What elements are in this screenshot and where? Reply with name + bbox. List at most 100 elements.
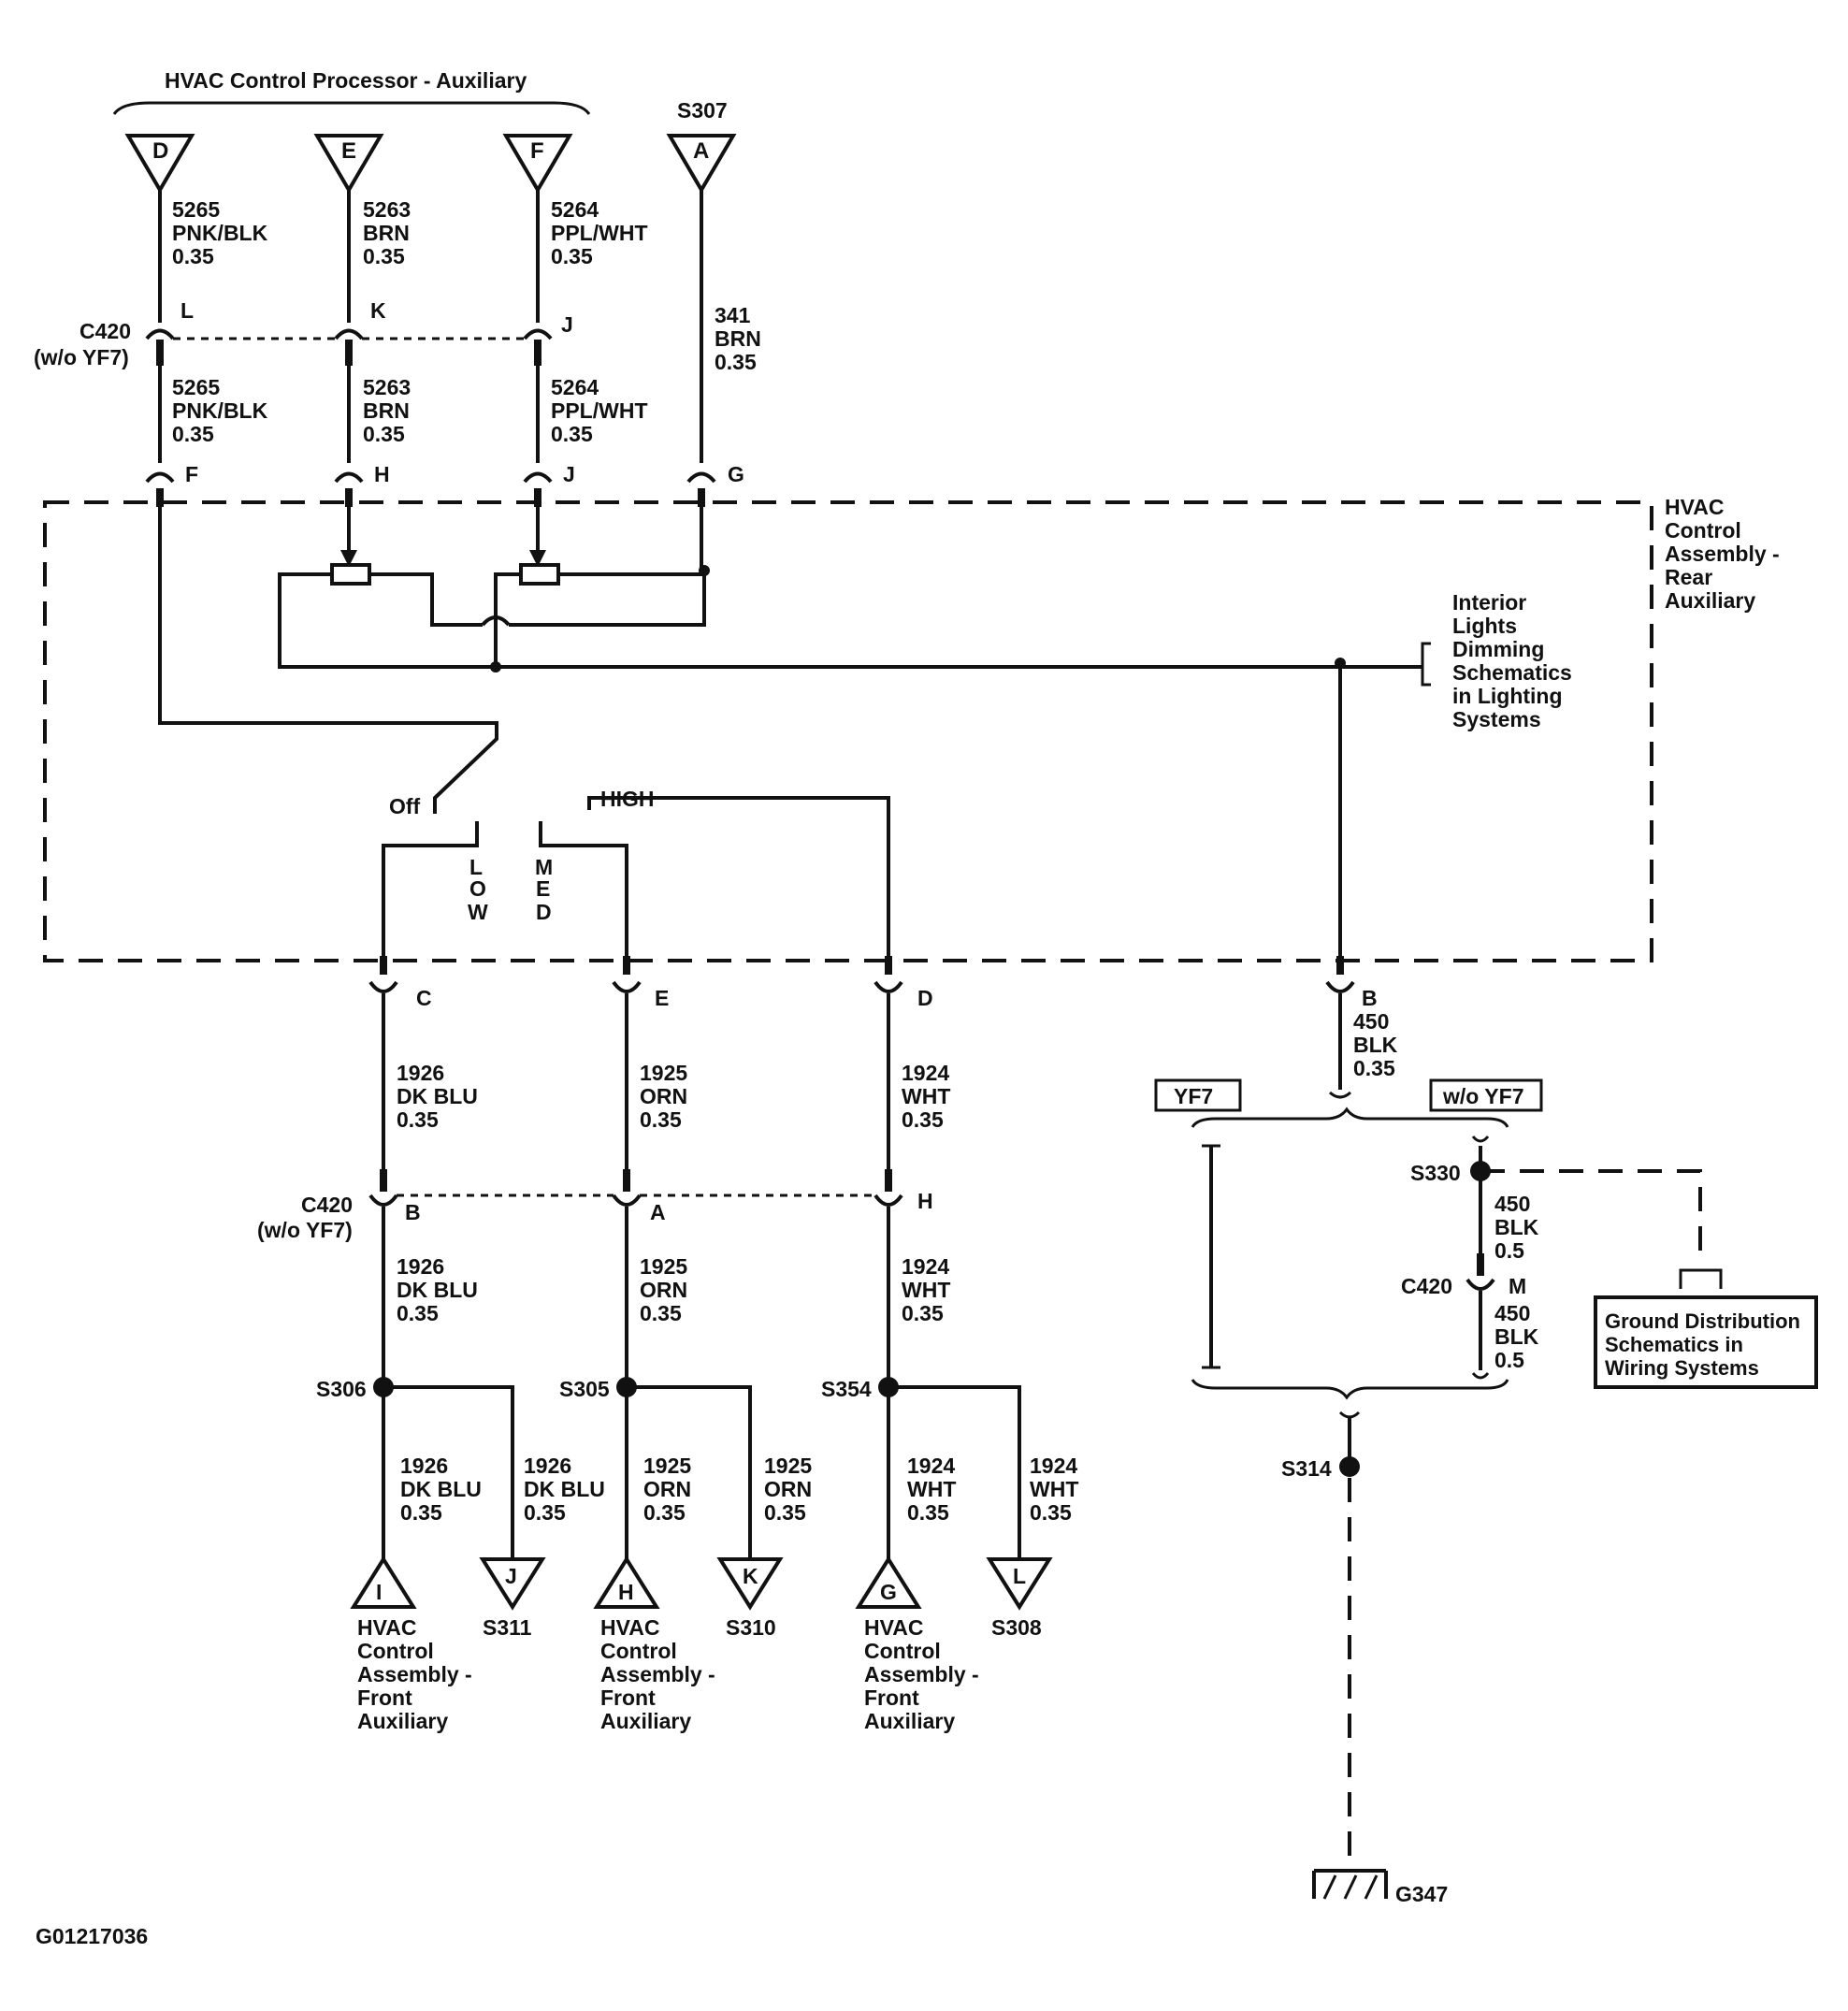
wire-color: WHT	[907, 1477, 956, 1501]
wire-label-450-b: 450 BLK 0.5	[1494, 1301, 1539, 1372]
assembly-label-line: Control	[1665, 518, 1741, 543]
dest-label-line: Auxiliary	[864, 1709, 955, 1733]
wire-gauge: 0.35	[551, 422, 593, 446]
splice-s330-label: S330	[1410, 1161, 1461, 1185]
ground-g347-label: G347	[1395, 1882, 1448, 1906]
dest-label-line: Front	[357, 1685, 412, 1710]
assembly-bottom-connector	[368, 956, 1355, 993]
switch-off-label: Off	[389, 794, 421, 818]
c420-m-connector	[1465, 1278, 1495, 1291]
dest-label-line: Auxiliary	[600, 1709, 691, 1733]
dest-label-line: HVAC	[600, 1615, 659, 1640]
switch-med-d: D	[536, 900, 552, 924]
terminal-d: D	[124, 134, 195, 194]
wire-color: WHT	[902, 1084, 950, 1108]
wire-circuit: 5264	[551, 375, 599, 399]
assembly-pin-f: F	[185, 462, 198, 486]
figure-id: G01217036	[36, 1924, 148, 1948]
wire-label-1924-lower: 1924 WHT 0.35	[902, 1254, 950, 1325]
wire-gauge: 0.35	[902, 1301, 944, 1325]
dimming-line: Interior	[1452, 590, 1526, 615]
wire-gauge: 0.35	[1353, 1056, 1395, 1080]
wire-color: BLK	[1353, 1033, 1398, 1057]
option-split-bracket-bottom	[1191, 1379, 1509, 1400]
dest-front-aux-1: HVAC Control Assembly - Front Auxiliary	[357, 1615, 472, 1733]
wire-circuit: 1926	[524, 1454, 571, 1478]
wire-circuit: 1925	[640, 1061, 687, 1085]
wire-gauge: 0.35	[907, 1500, 949, 1525]
wire-label-s305-down: 1925 ORN 0.35	[643, 1454, 691, 1525]
wire-label-1926-upper: 1926 DK BLU 0.35	[397, 1061, 478, 1132]
option-yf7-label: YF7	[1174, 1084, 1213, 1108]
wire-gauge: 0.35	[172, 244, 214, 268]
wire-color: ORN	[640, 1278, 687, 1302]
wire-color: BRN	[715, 326, 761, 351]
wire-circuit: 1924	[1030, 1454, 1077, 1478]
dimming-line: Dimming	[1452, 637, 1544, 661]
terminal-g: G	[855, 1555, 922, 1609]
wire-label-s306-down: 1926 DK BLU 0.35	[400, 1454, 482, 1525]
wire-circuit: 1924	[902, 1061, 949, 1085]
ground-box-line: Ground Distribution	[1605, 1309, 1800, 1333]
terminal-i: I	[350, 1555, 417, 1609]
assembly-label-line: Rear	[1665, 565, 1712, 589]
dimming-line: Lights	[1452, 614, 1517, 638]
wire-gauge: 0.35	[643, 1500, 686, 1525]
wire-circuit: 1924	[902, 1254, 949, 1279]
wire-label-341: 341 BRN 0.35	[715, 303, 761, 374]
potentiometer-1	[330, 563, 371, 586]
wire-gauge: 0.35	[640, 1107, 682, 1132]
c420-top-pin-k: K	[370, 298, 386, 323]
wire-label-1925-lower: 1925 ORN 0.35	[640, 1254, 687, 1325]
wire-color: BLK	[1494, 1215, 1539, 1239]
wire-color: PNK/BLK	[172, 398, 268, 423]
terminal-i-letter: I	[376, 1580, 382, 1604]
c420-bottom-pin-b: B	[405, 1200, 421, 1224]
potentiometer-circuit	[278, 507, 1431, 687]
wire-circuit: 450	[1494, 1192, 1530, 1216]
terminal-g-letter: G	[880, 1580, 897, 1604]
ground-distribution-box	[1594, 1295, 1818, 1389]
wire-label-5264-upper: 5264 PPL/WHT 0.35	[551, 197, 648, 268]
wire-label-450-a: 450 BLK 0.5	[1494, 1192, 1539, 1263]
splice-s314	[1339, 1456, 1360, 1477]
terminal-h-letter: H	[618, 1580, 634, 1604]
wire-color: DK BLU	[400, 1477, 482, 1501]
wire-gauge: 0.35	[640, 1301, 682, 1325]
dest-label-line: Control	[864, 1639, 941, 1663]
wo-yf7-break-top	[1471, 1136, 1490, 1143]
wire-color: BRN	[363, 221, 410, 245]
dest-label-line: Front	[600, 1685, 656, 1710]
option-wo-yf7-label: w/o YF7	[1442, 1084, 1524, 1108]
wire-circuit: 5263	[363, 375, 411, 399]
wire-gauge: 0.35	[715, 350, 757, 374]
wire-label-450-upper: 450 BLK 0.35	[1353, 1009, 1398, 1080]
terminal-e-letter: E	[341, 138, 356, 164]
header-title: HVAC Control Processor - Auxiliary	[165, 68, 527, 93]
wire-label-5264-lower: 5264 PPL/WHT 0.35	[551, 375, 648, 446]
option-wo-yf7-box	[1429, 1078, 1543, 1112]
terminal-d-letter: D	[152, 138, 168, 164]
terminal-j-letter: J	[505, 1564, 517, 1588]
wire-circuit: 1925	[643, 1454, 691, 1478]
wire-gauge: 0.35	[1030, 1500, 1072, 1525]
wire-color: WHT	[1030, 1477, 1078, 1501]
dimming-reference: Interior Lights Dimming Schematics in Li…	[1452, 590, 1572, 731]
wire-color: DK BLU	[524, 1477, 605, 1501]
wire-circuit: 5265	[172, 197, 220, 222]
dest-label-line: Assembly -	[864, 1662, 979, 1686]
assembly-label-line: Auxiliary	[1665, 588, 1755, 613]
terminal-l: L	[986, 1557, 1053, 1611]
c420-bottom-sublabel: (w/o YF7)	[257, 1218, 353, 1242]
ground-box-line: Schematics in	[1605, 1333, 1743, 1356]
branch-s310	[627, 1385, 752, 1559]
ground-wire-break-bottom	[1338, 1411, 1361, 1419]
wire-color: ORN	[640, 1084, 687, 1108]
assembly-label: HVAC Control Assembly - Rear Auxiliary	[1665, 495, 1780, 613]
ground-wire-break-top	[1328, 1091, 1352, 1099]
assembly-top-connector	[145, 471, 716, 507]
terminal-l-letter: L	[1013, 1564, 1026, 1588]
switch-low-o: O	[469, 876, 486, 901]
dest-s308: S308	[991, 1615, 1042, 1640]
